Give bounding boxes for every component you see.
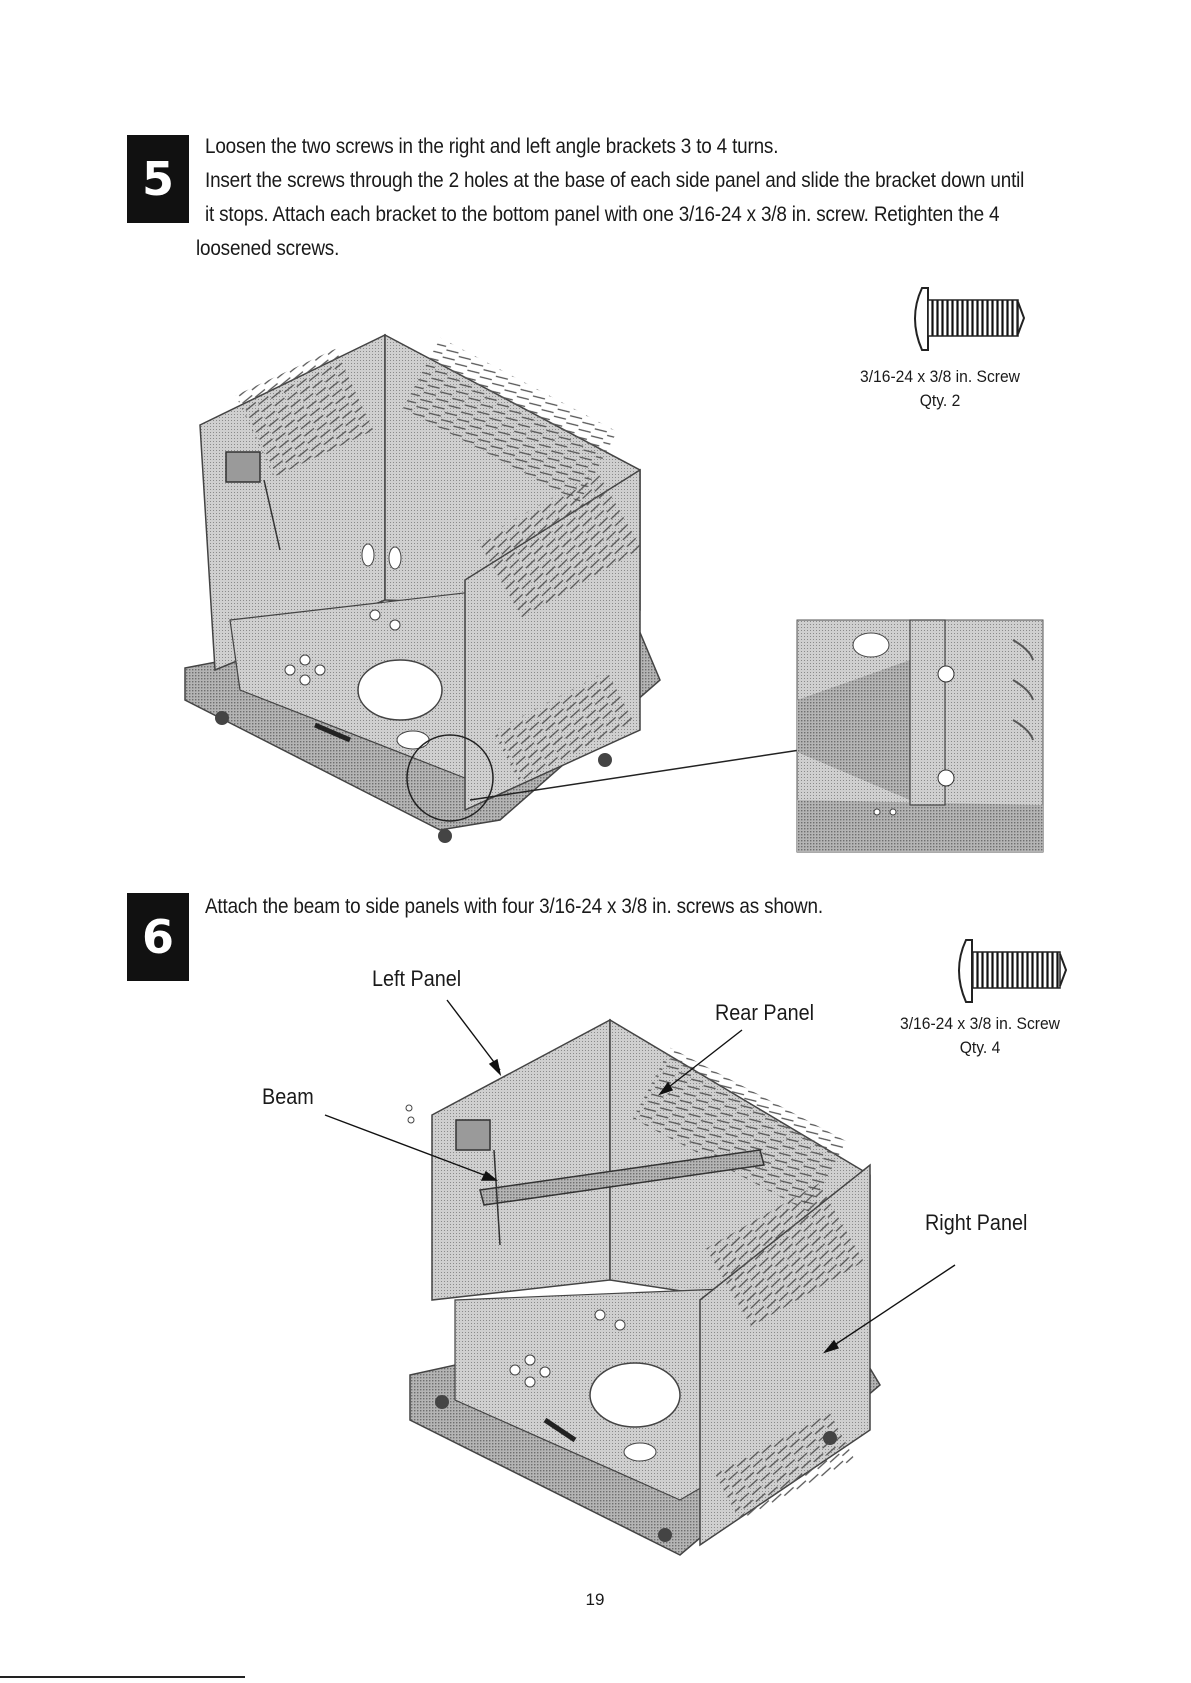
callout-rear-panel: Rear Panel bbox=[715, 1000, 815, 1025]
step-5-badge: 5 bbox=[127, 135, 189, 223]
callout-right-panel: Right Panel bbox=[925, 1210, 1028, 1235]
callout-arrows bbox=[324, 999, 956, 1354]
screw-icon bbox=[914, 287, 1026, 351]
step-5-line-4: loosened screws. bbox=[196, 237, 340, 260]
callout-left-panel: Left Panel bbox=[372, 966, 462, 991]
step-5-line-1: Loosen the two screws in the right and l… bbox=[205, 135, 779, 158]
step-6-instructions: Attach the beam to side panels with four… bbox=[205, 890, 1105, 924]
step-6-cart-illustration bbox=[405, 1018, 881, 1556]
bracket-detail-zoom bbox=[796, 619, 1044, 853]
hardware-name: 3/16-24 x 3/8 in. Screw bbox=[860, 367, 1020, 386]
callout-beam: Beam bbox=[262, 1084, 314, 1109]
page-number: 19 bbox=[585, 1590, 605, 1609]
step-6-badge: 6 bbox=[127, 893, 189, 981]
hardware-qty: Qty. 2 bbox=[919, 391, 961, 410]
step-5-instructions: Loosen the two screws in the right and l… bbox=[196, 130, 1177, 266]
step-6-line-1: Attach the beam to side panels with four… bbox=[205, 895, 823, 918]
step-5-line-2: Insert the screws through the 2 holes at… bbox=[205, 169, 1025, 192]
step-5-hardware-caption: 3/16-24 x 3/8 in. Screw Qty. 2 bbox=[848, 365, 1032, 413]
hardware-qty: Qty. 4 bbox=[959, 1038, 1001, 1057]
hardware-name: 3/16-24 x 3/8 in. Screw bbox=[900, 1014, 1060, 1033]
step-5-cart-illustration bbox=[184, 333, 801, 843]
footer-rule bbox=[0, 1676, 245, 1678]
step-5-line-3: it stops. Attach each bracket to the bot… bbox=[205, 203, 1000, 226]
screw-icon bbox=[958, 939, 1068, 1003]
step-6-hardware-caption: 3/16-24 x 3/8 in. Screw Qty. 4 bbox=[888, 1012, 1072, 1060]
